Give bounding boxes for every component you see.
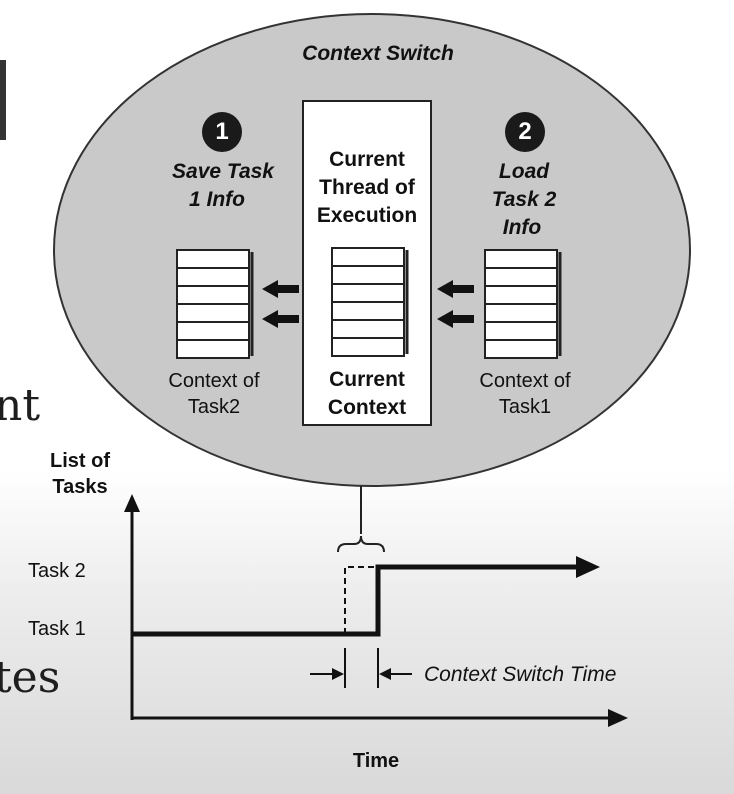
task1-context-stack (484, 249, 562, 359)
background-text-fragment: nt (0, 380, 41, 431)
switch-time-markers (310, 648, 412, 688)
task2-context-stack (176, 249, 254, 359)
current-context-stack (331, 247, 409, 357)
y-axis-label-line1: List of (50, 450, 110, 472)
task2-context-label-line1: Context of (168, 370, 260, 392)
load-arrows (437, 280, 474, 328)
task2-axis-label: Task 2 (28, 560, 86, 582)
task1-context-label-line1: Context of (479, 370, 571, 392)
thread-title-line1: Current (329, 148, 405, 171)
task1-axis-label: Task 1 (28, 618, 86, 640)
thread-title-line3: Execution (316, 204, 418, 227)
thread-title-line2: Thread of (319, 176, 415, 199)
step-1-badge: 1 (202, 112, 242, 152)
step-1-label-line1: Save Task (172, 160, 274, 183)
switch-brace (337, 535, 385, 553)
task-execution-line (132, 564, 580, 637)
y-axis-label-line2: Tasks (52, 476, 108, 498)
dashed-switch-line (344, 566, 378, 634)
step-2-label-line3: Info (502, 216, 542, 239)
task1-context-label-line2: Task1 (498, 396, 552, 418)
save-arrows (262, 280, 299, 328)
current-thread-box (302, 100, 432, 426)
step-2-label-line2: Task 2 (491, 188, 557, 211)
task-line-arrowhead (576, 556, 600, 578)
current-context-label-line2: Context (327, 396, 407, 419)
x-axis-label: Time (352, 750, 400, 772)
background-text-fragment: tes (0, 652, 61, 703)
step-2-label-line1: Load (498, 160, 550, 183)
step-1-label-line2: 1 Info (189, 188, 245, 211)
task2-context-label-line2: Task2 (187, 396, 241, 418)
context-switch-time-label: Context Switch Time (424, 663, 617, 686)
current-context-label-line1: Current (329, 368, 405, 391)
slide-edge-shape (0, 60, 6, 140)
step-2-badge: 2 (505, 112, 545, 152)
diagram-title: Context Switch (302, 42, 454, 65)
timeline-axes (124, 494, 628, 727)
